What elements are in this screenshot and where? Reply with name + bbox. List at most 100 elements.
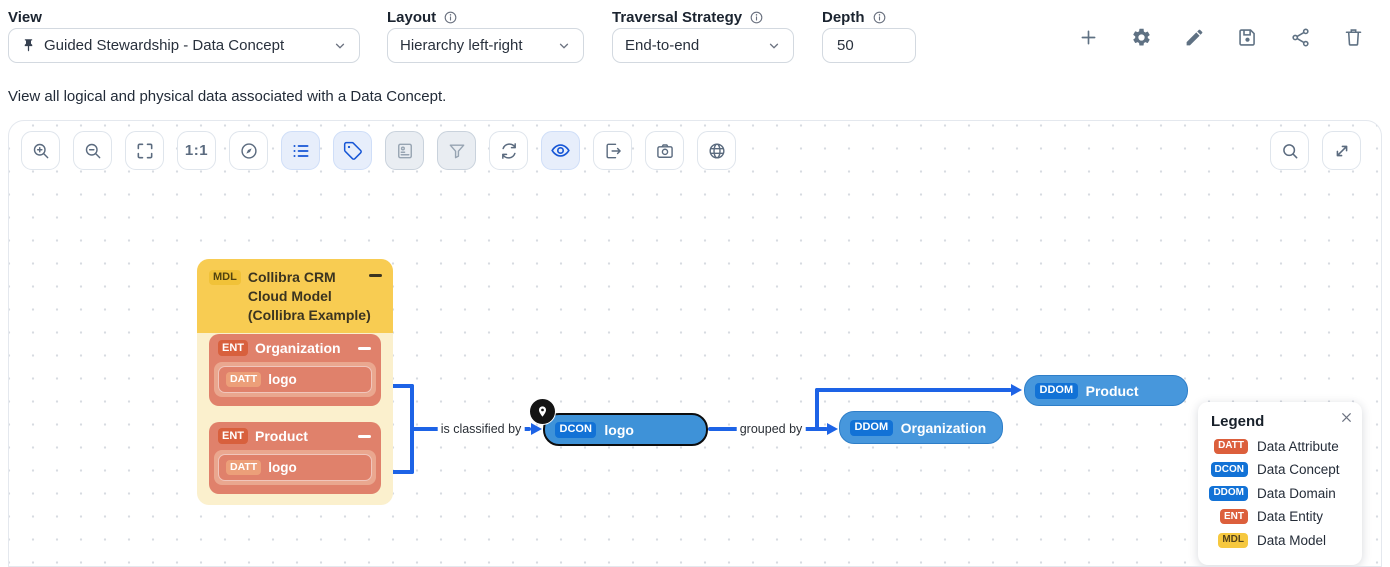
camera-button[interactable] [645, 131, 684, 170]
info-icon[interactable] [749, 10, 764, 25]
edge-datt-org [377, 384, 414, 388]
node-data-domain-product[interactable]: DDOM Product [1024, 375, 1188, 406]
id-card-button [385, 131, 424, 170]
ent-badge: ENT [1220, 509, 1248, 524]
attribute-name: logo [268, 460, 297, 475]
entity-name: Organization [255, 340, 341, 356]
arrowhead-icon [1011, 384, 1022, 396]
legend-title: Legend [1211, 413, 1265, 430]
domain-name: Organization [900, 419, 987, 436]
ddom-badge: DDOM [1035, 382, 1078, 399]
info-icon[interactable] [872, 10, 887, 25]
edge-label-grouped-by: grouped by [736, 422, 806, 436]
header: View Guided Stewardship - Data Concept L… [0, 0, 1390, 120]
collapse-icon[interactable] [358, 435, 371, 438]
view-select-value: Guided Stewardship - Data Concept [44, 37, 285, 54]
edge-datt-product [377, 470, 414, 474]
arrowhead-icon [827, 423, 838, 435]
delete-trash-icon[interactable] [1343, 27, 1364, 48]
legend-panel: Legend DATT Data Attribute DCON Data Con… [1198, 402, 1362, 565]
save-icon[interactable] [1237, 27, 1258, 48]
canvas-toolbar-right [1270, 131, 1361, 170]
tag-button[interactable] [333, 131, 372, 170]
ddom-badge: DDOM [850, 419, 893, 436]
legend-item: MDL Data Model [1211, 532, 1349, 548]
filter-button [437, 131, 476, 170]
refresh-button[interactable] [489, 131, 528, 170]
header-actions [1078, 27, 1364, 48]
traversal-field-group: Traversal Strategy [612, 8, 764, 26]
edit-pencil-icon[interactable] [1184, 27, 1205, 48]
view-field-group: View [8, 8, 42, 26]
globe-button[interactable] [697, 131, 736, 170]
fit-to-screen-button[interactable] [125, 131, 164, 170]
view-label: View [8, 8, 42, 26]
canvas-toolbar: 1:1 [21, 131, 736, 170]
datt-badge: DATT [1214, 438, 1248, 454]
search-button[interactable] [1270, 131, 1309, 170]
attribute-container: DATT logo [214, 362, 376, 397]
export-button[interactable] [593, 131, 632, 170]
data-model-title: Collibra CRM Cloud Model (Collibra Examp… [247, 269, 371, 323]
ent-badge: ENT [218, 340, 248, 356]
list-view-button[interactable] [281, 131, 320, 170]
info-icon[interactable] [443, 10, 458, 25]
traversal-label: Traversal Strategy [612, 8, 743, 26]
depth-input[interactable] [822, 28, 916, 63]
chevron-down-icon [767, 39, 781, 53]
location-pin-icon [529, 398, 556, 425]
node-data-domain-organization[interactable]: DDOM Organization [839, 411, 1003, 444]
actual-size-button[interactable]: 1:1 [177, 131, 216, 170]
eye-button[interactable] [541, 131, 580, 170]
compass-button[interactable] [229, 131, 268, 170]
zoom-in-button[interactable] [21, 131, 60, 170]
collapse-icon[interactable] [369, 274, 382, 277]
diagram-canvas[interactable]: 1:1 [8, 120, 1382, 567]
node-entity-product[interactable]: ENT Product DATT logo [209, 422, 381, 494]
zoom-out-button[interactable] [73, 131, 112, 170]
data-model-header: MDL Collibra CRM Cloud Model (Collibra E… [197, 259, 393, 333]
traversal-select[interactable]: End-to-end [612, 28, 794, 63]
expand-button[interactable] [1322, 131, 1361, 170]
settings-gear-icon[interactable] [1131, 27, 1152, 48]
chevron-down-icon [333, 39, 347, 53]
layout-select-value: Hierarchy left-right [400, 37, 523, 54]
layout-field-group: Layout [387, 8, 458, 26]
close-icon[interactable] [1340, 411, 1353, 424]
node-attribute-logo[interactable]: DATT logo [218, 454, 372, 481]
node-attribute-logo[interactable]: DATT logo [218, 366, 372, 393]
domain-name: Product [1085, 382, 1139, 399]
node-entity-organization[interactable]: ENT Organization DATT logo [209, 334, 381, 406]
concept-name: logo [604, 421, 634, 438]
datt-badge: DATT [226, 372, 262, 387]
ent-badge: ENT [218, 428, 248, 444]
actual-size-label: 1:1 [184, 142, 209, 159]
edge-to-ddom-product [815, 388, 1012, 392]
edge-label-classified-by: is classified by [437, 422, 525, 436]
traversal-select-value: End-to-end [625, 37, 700, 54]
depth-field-group: Depth [822, 8, 887, 26]
attribute-container: DATT logo [214, 450, 376, 485]
chevron-down-icon [557, 39, 571, 53]
depth-label: Depth [822, 8, 865, 26]
pin-icon [21, 38, 36, 53]
legend-item: DATT Data Attribute [1211, 438, 1349, 454]
arrowhead-icon [531, 423, 542, 435]
view-select[interactable]: Guided Stewardship - Data Concept [8, 28, 360, 63]
legend-item: DCON Data Concept [1210, 462, 1349, 477]
share-icon[interactable] [1290, 27, 1311, 48]
attribute-name: logo [268, 372, 297, 387]
layout-select[interactable]: Hierarchy left-right [387, 28, 584, 63]
datt-badge: DATT [226, 460, 262, 475]
node-data-model[interactable]: MDL Collibra CRM Cloud Model (Collibra E… [197, 259, 393, 505]
node-data-concept-logo[interactable]: DCON logo [543, 413, 708, 446]
ddom-badge: DDOM [1209, 485, 1248, 501]
dcon-badge: DCON [555, 421, 597, 438]
entity-name: Product [255, 428, 308, 444]
collapse-icon[interactable] [358, 347, 371, 350]
view-description: View all logical and physical data assoc… [8, 88, 447, 105]
mdl-badge: MDL [209, 270, 241, 285]
legend-item: ENT Data Entity [1211, 509, 1349, 524]
add-icon[interactable] [1078, 27, 1099, 48]
edge-junction-right [815, 388, 819, 431]
